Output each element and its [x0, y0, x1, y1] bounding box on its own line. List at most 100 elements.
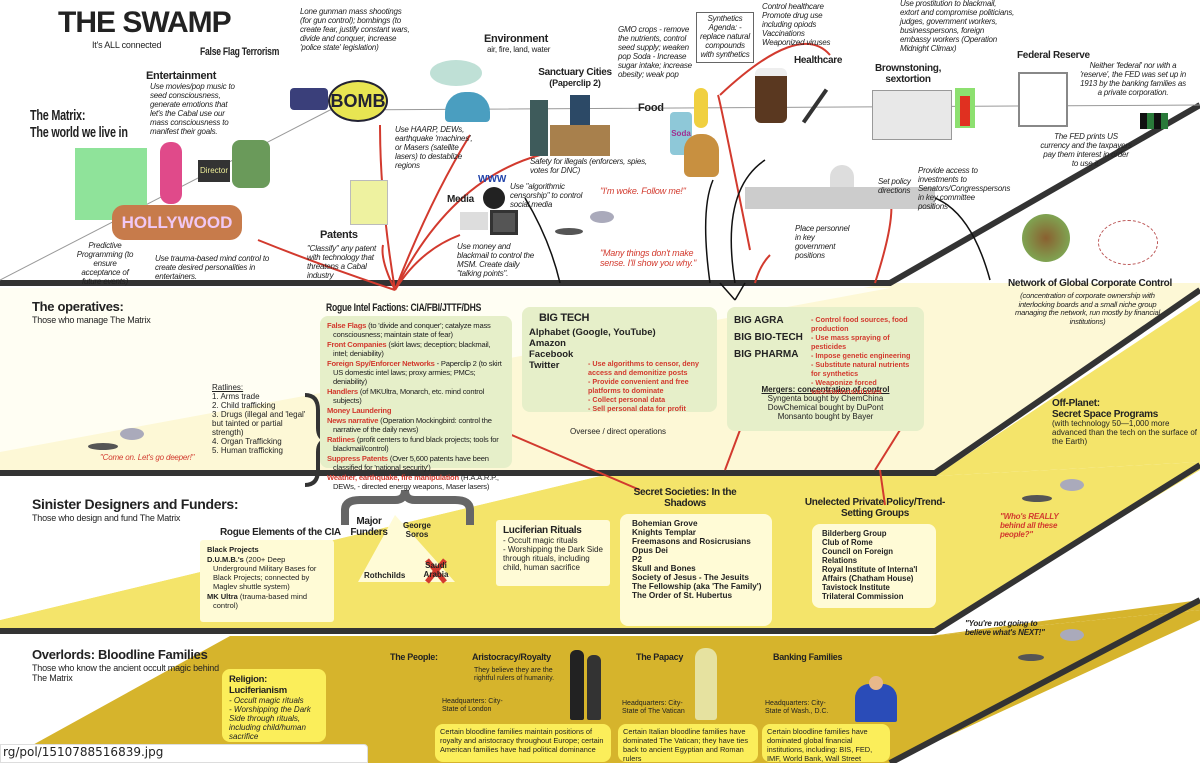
list-item: 3. Drugs (illegal and 'legal' but tainte… [212, 409, 306, 437]
fed-prints: The FED prints US currency and the taxpa… [1040, 132, 1132, 168]
cross-out-icon [425, 558, 447, 584]
list-item: - Provide convenient and free platforms … [588, 377, 689, 395]
page-subtitle: It's ALL connected [92, 40, 162, 50]
item-key: Handlers [327, 387, 358, 396]
religion-box: Religion: Luciferianism - Occult magic r… [222, 669, 326, 742]
list-item: - Worshipping the Dark Side through ritu… [503, 545, 603, 572]
list-item: Skull and Bones [632, 564, 696, 573]
list-item: False Flags (to 'divide and conquer'; ca… [327, 321, 505, 339]
rabbit-illustration [120, 422, 160, 444]
list-item: - Use algorithms to censor, deny access … [588, 359, 700, 377]
cloud-icon [430, 60, 482, 86]
entertainment-desc: Use movies/pop music to seed consciousne… [150, 82, 235, 136]
overlords-plane-right [930, 600, 1200, 636]
item-value: (trauma-based mind control) [213, 592, 308, 610]
chess-queen-icon [587, 655, 601, 720]
pill-bottle-icon [755, 68, 787, 123]
banking-title: Banking Families [773, 652, 843, 662]
item-key: Ratlines [327, 435, 355, 444]
entertainment-title: Entertainment [146, 70, 217, 82]
chess-king-icon [570, 650, 584, 720]
big-tech-box: BIG TECH Alphabet (Google, YouTube)Amazo… [522, 307, 717, 413]
rabbit-quote-woke: "I'm woke. Follow me!" [600, 186, 686, 196]
list-item: 2. Child trafficking [212, 400, 276, 410]
matrix-layer-title: The Matrix:The world we live in [30, 107, 128, 141]
list-item: Council on Foreign Relations [822, 547, 894, 565]
designers-layer-title: Sinister Designers and Funders:Those who… [32, 496, 239, 523]
rogue-cia-title: Rogue Elements of the CIA [220, 527, 341, 538]
pope-illustration [695, 648, 717, 720]
oversee-note: Oversee / direct operations [570, 427, 667, 436]
burger-icon [684, 134, 719, 177]
money-icon [1140, 113, 1168, 129]
item-key: Weather, earthquake, fire manipulation [327, 473, 459, 482]
synthetics-box: Synthetics Agenda: - replace natural com… [696, 12, 754, 63]
list-item: Black Projects [207, 545, 327, 554]
camera-illustration [232, 140, 270, 188]
funder-soros: George Soros [402, 521, 431, 539]
list-item: The Fellowship (aka 'The Family') [632, 582, 762, 591]
item-value: (of MKUltra, Monarch, etc. mind control … [333, 387, 485, 405]
rabbit-quote-sense: "Many things don't make sense. I'll show… [600, 248, 697, 269]
false-flag-title: False Flag Terrorism [200, 46, 280, 58]
rabbit-illustration [590, 205, 630, 227]
rabbit-hole [1022, 495, 1052, 502]
list-item: Foreign Spy/Enforcer Networks - Papercli… [327, 359, 505, 386]
url-status-bar: rg/pol/1510788516839.jpg [0, 744, 368, 763]
list-item: P2 [632, 555, 643, 564]
bomb-icon: BOMB [328, 80, 388, 122]
list-item: Alphabet (Google, YouTube) [529, 327, 656, 338]
matrix-edge [0, 102, 1200, 286]
item-value: (Operation Mockingbird: control the narr… [333, 416, 492, 434]
food-title: Food [638, 102, 664, 114]
building-icon [550, 125, 610, 156]
the-people-label: The People: [390, 652, 438, 662]
item-value: - Paperclip 2 (to skirt US domestic inte… [333, 359, 502, 386]
list-item: Bohemian Grove [632, 519, 698, 528]
list-item: BIG BIO-TECH [734, 332, 803, 343]
list-item: Tavistock Institute [822, 583, 890, 592]
list-item: - Use mass spraying of pesticides [811, 333, 890, 351]
fed-desc: Neither 'federal' nor with a 'reserve', … [1079, 61, 1187, 97]
aristocracy-note: Certain bloodline families maintain posi… [435, 724, 611, 762]
list-item: - Impose genetic engineering [811, 351, 911, 360]
list-item: - Substitute natural nutrients for synth… [811, 360, 910, 378]
papacy-title: The Papacy [636, 652, 684, 662]
list-item: Bilderberg Group [822, 529, 887, 538]
tv-icon [490, 210, 518, 235]
secret-societies-title: Secret Societies: In the Shadows [633, 487, 737, 510]
media-title: Media [447, 194, 474, 205]
list-item: Knights Templar [632, 528, 696, 537]
list-item: News narrative (Operation Mockingbird: c… [327, 416, 505, 434]
list-item: Society of Jesus - The Jesuits [632, 573, 749, 582]
list-item: Twitter [529, 360, 560, 371]
list-item: Royal Institute of Interna'l Affairs (Ch… [822, 565, 918, 583]
network-desc: (concentration of corporate ownership wi… [1014, 291, 1161, 326]
mergers-title: Mergers: concentration of control [761, 385, 890, 394]
globe-icon [483, 187, 505, 209]
www-label: WWW [478, 174, 507, 185]
list-item: - Worshipping the Dark Side through ritu… [229, 705, 311, 741]
personnel-note: Place personnel in key government positi… [795, 224, 850, 260]
media-desc: Use money and blackmail to control the M… [457, 242, 535, 278]
item-value: (to 'divide and conquer'; catalyze mass … [333, 321, 491, 339]
red-arrows [257, 42, 901, 506]
list-item: 4. Organ Trafficking [212, 436, 282, 446]
corn-icon [694, 88, 708, 128]
patents-desc: "Classify" any patent with technology th… [307, 244, 377, 280]
network-title: Network of Global Corporate Control [1008, 278, 1172, 289]
environment-desc: Use HAARP, DEWs, earthquake 'machines', … [395, 125, 473, 170]
list-item: - Occult magic rituals [503, 536, 578, 545]
building-icon [530, 100, 548, 156]
list-item: - Collect personal data [588, 395, 666, 404]
list-item: Ratlines (profit centers to fund black p… [327, 435, 505, 453]
designers-edge [0, 462, 1200, 634]
healthcare-desc: Control healthcare Promote drug use incl… [762, 2, 831, 47]
policy-note: Set policy directions [878, 177, 911, 195]
aristocracy-title: Aristocracy/Royalty [472, 652, 551, 662]
rogue-intel-title: Rogue Intel Factions: CIA/FBI/JTTF/DHS [326, 302, 482, 314]
banker-illustration [855, 676, 897, 722]
